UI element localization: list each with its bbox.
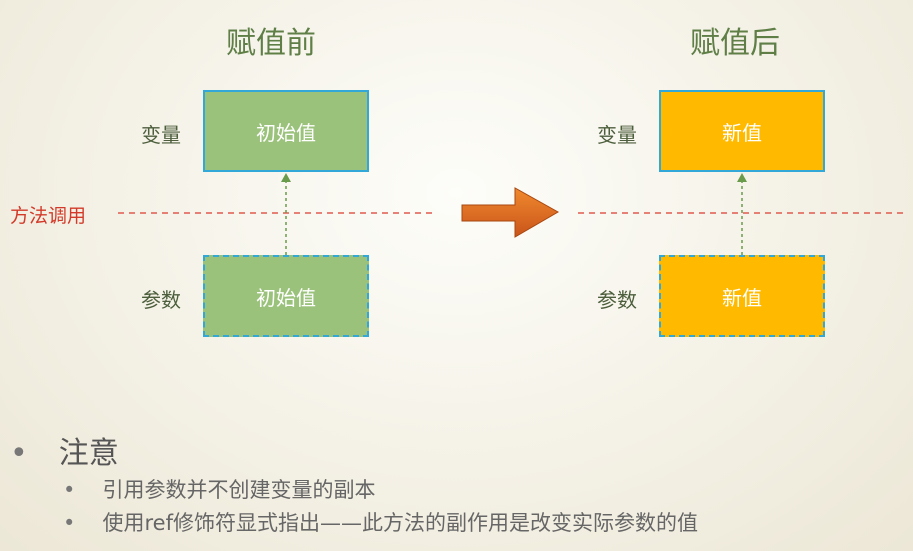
note-item-2-text: 使用ref修饰符显式指出——此方法的副作用是改变实际参数的值 (102, 511, 698, 535)
before-variable-box: 初始值 (203, 90, 369, 172)
transition-arrow-icon (461, 187, 560, 238)
after-variable-box: 新值 (659, 90, 825, 172)
notes-heading: • 注意 (10, 428, 119, 472)
variable-label-right: 变量 (597, 123, 637, 147)
before-variable-value: 初始值 (256, 120, 316, 145)
after-title: 赋值后 (690, 26, 780, 61)
notes-heading-text: 注意 (58, 436, 119, 471)
parameter-label-right: 参数 (597, 288, 637, 312)
connector-left-head (281, 173, 291, 182)
before-parameter-value: 初始值 (256, 285, 316, 310)
sub-bullet-dot: • (63, 478, 76, 502)
sub-bullet-dot: • (63, 511, 76, 535)
connector-right-head (737, 173, 747, 182)
after-variable-value: 新值 (722, 120, 762, 145)
parameter-label-left: 参数 (141, 288, 181, 312)
bullet-dot: • (10, 436, 28, 471)
before-title: 赋值前 (226, 26, 316, 61)
note-item-1-text: 引用参数并不创建变量的副本 (102, 478, 376, 502)
after-parameter-value: 新值 (722, 285, 762, 310)
variable-label-left: 变量 (141, 123, 181, 147)
note-item-1: • 引用参数并不创建变量的副本 (63, 474, 375, 504)
note-item-2: • 使用ref修饰符显式指出——此方法的副作用是改变实际参数的值 (63, 507, 698, 537)
method-call-label: 方法调用 (10, 205, 87, 227)
before-parameter-box: 初始值 (203, 255, 369, 337)
after-parameter-box: 新值 (659, 255, 825, 337)
